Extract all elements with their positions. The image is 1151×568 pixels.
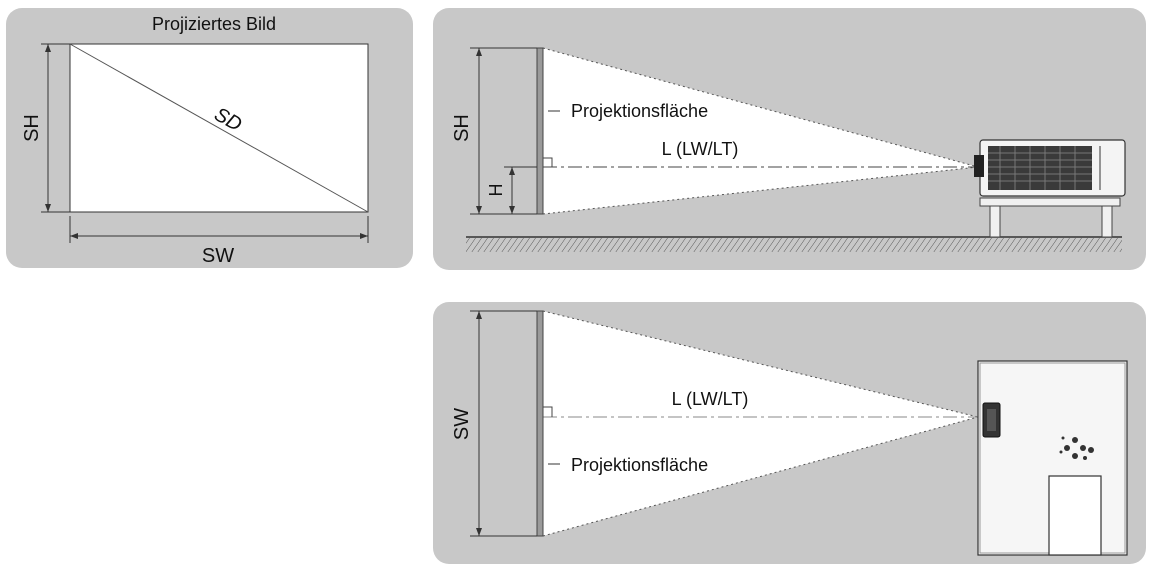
projected-image-title: Projiziertes Bild — [152, 14, 276, 34]
side-h-label: H — [486, 184, 506, 197]
side-distance-label: L (LW/LT) — [662, 139, 739, 159]
top-right-angle-marker — [543, 406, 553, 417]
projector-table-leg-right — [1101, 205, 1113, 238]
side-h-arrow-bottom — [509, 206, 515, 214]
top-screen-label: Projektionsfläche — [571, 455, 708, 475]
side-beam-top-edge — [542, 47, 979, 168]
top-sw-arrow-bottom — [476, 528, 482, 536]
side-screen — [536, 47, 544, 215]
side-sh-label: SH — [451, 114, 473, 142]
top-sw-label: SW — [451, 408, 473, 440]
side-right-angle-marker — [543, 157, 553, 167]
sw-label: SW — [202, 245, 234, 267]
side-sh-arrow-top — [476, 48, 482, 56]
projector-table-leg-left — [989, 205, 1001, 238]
side-projection-beam — [543, 48, 978, 214]
sh-arrow-bottom — [45, 204, 51, 212]
projector-side-icon — [974, 139, 1126, 197]
top-distance-label: L (LW/LT) — [672, 389, 749, 409]
sw-arrow-left — [70, 233, 78, 239]
top-screen — [536, 310, 544, 537]
sh-arrow-top — [45, 44, 51, 52]
projector-top-icon — [977, 360, 1128, 556]
top-beam-bottom-edge — [542, 416, 979, 537]
sh-label: SH — [21, 114, 43, 142]
sw-arrow-right — [360, 233, 368, 239]
side-screen-label: Projektionsfläche — [571, 101, 708, 121]
side-h-arrow-top — [509, 167, 515, 175]
floor-hatching — [466, 238, 1122, 252]
diagonal-line — [69, 43, 369, 213]
side-sh-arrow-bottom — [476, 206, 482, 214]
top-sw-arrow-top — [476, 311, 482, 319]
top-projection-beam — [543, 311, 978, 536]
projector-table-top — [979, 197, 1121, 207]
